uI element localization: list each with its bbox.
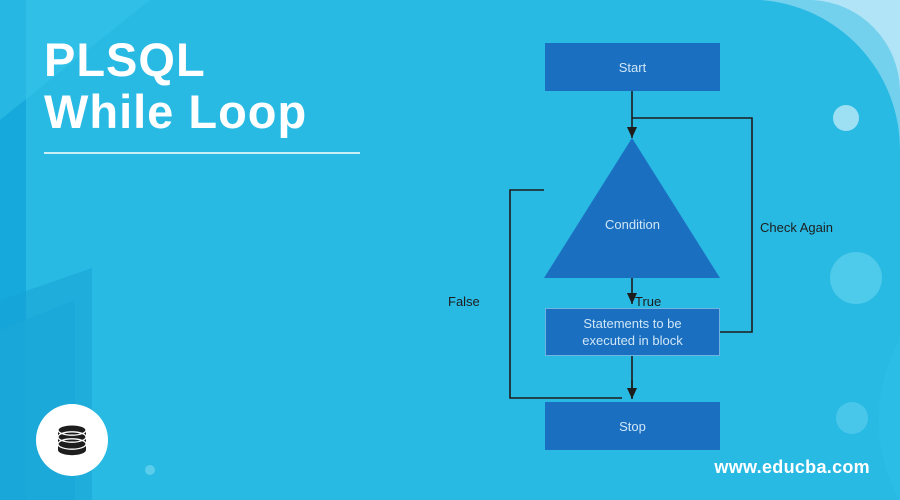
node-statements-label-line1: Statements to be: [583, 316, 682, 331]
page-title: PLSQL While Loop: [44, 34, 464, 154]
node-statements-label-line2: executed in block: [582, 333, 683, 348]
flowchart-connectors: [509, 91, 753, 399]
node-statements[interactable]: Statements to be executed in block: [545, 308, 720, 356]
title-line-1: PLSQL: [44, 33, 206, 86]
node-condition-label: Condition: [605, 217, 660, 232]
logo-badge: [36, 404, 108, 476]
edge-label-false: False: [448, 294, 480, 309]
title-line-2: While Loop: [44, 85, 308, 138]
node-start[interactable]: Start: [545, 43, 720, 91]
node-stop[interactable]: Stop: [545, 402, 720, 450]
edge-label-true: True: [635, 294, 662, 309]
title-underline: [44, 152, 360, 154]
node-stop-label: Stop: [619, 418, 646, 434]
database-icon: [57, 424, 87, 456]
flowchart: Start Condition Statements to be execute…: [430, 20, 880, 480]
website-url: www.educba.com: [714, 457, 870, 477]
edge-label-check-again: Check Again: [760, 220, 833, 235]
node-start-label: Start: [618, 59, 647, 75]
